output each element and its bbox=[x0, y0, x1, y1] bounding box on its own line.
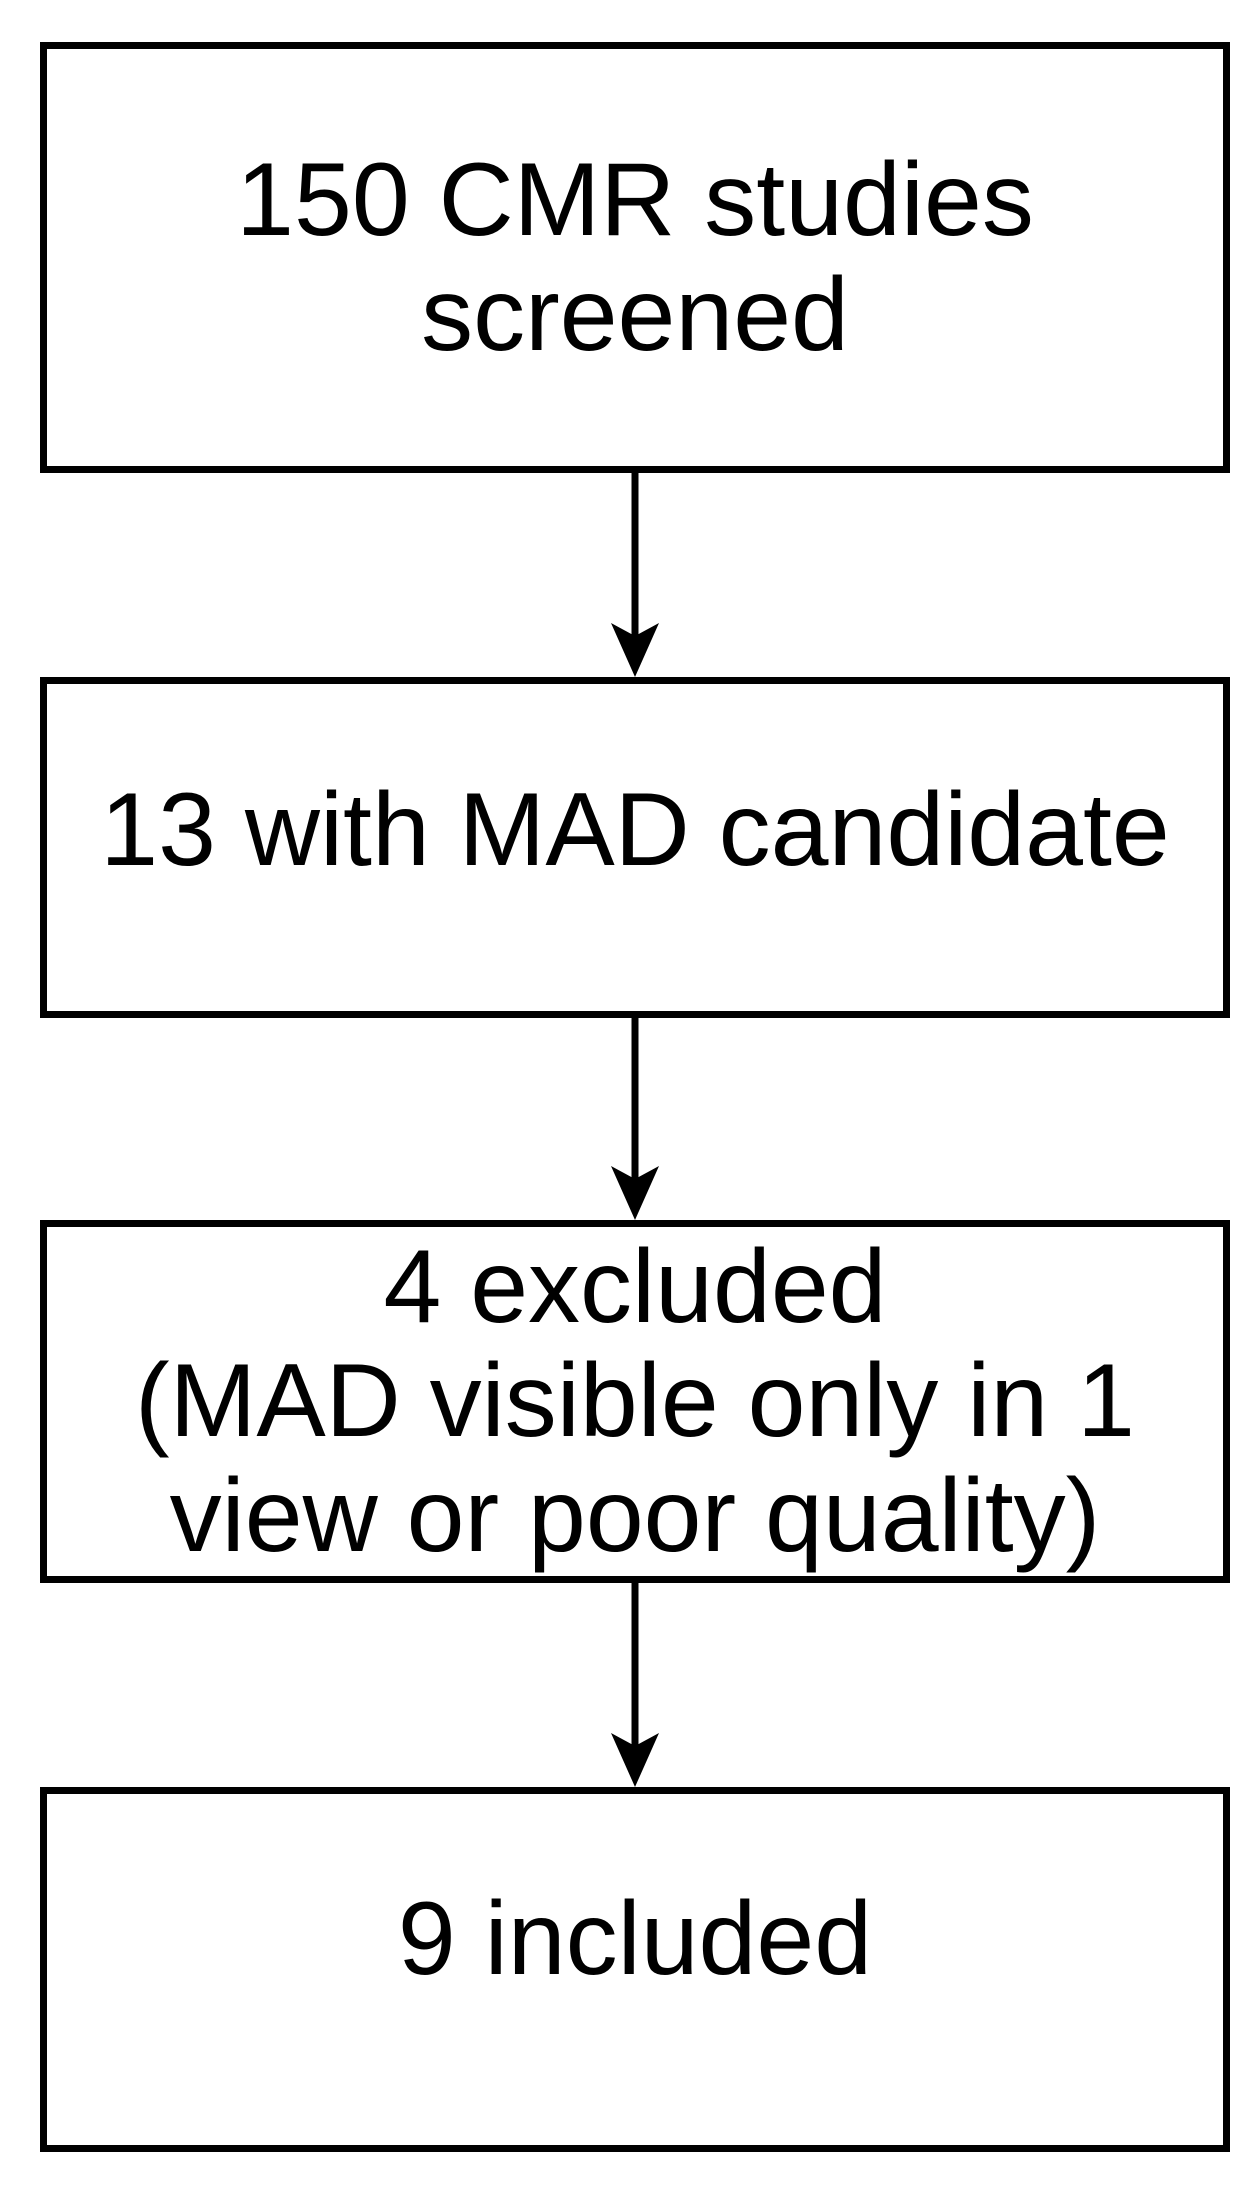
node-excluded-text: 4 excluded (MAD visible only in 1 view o… bbox=[135, 1228, 1135, 1574]
down-arrow-icon bbox=[611, 473, 659, 677]
node-included: 9 included bbox=[40, 1787, 1230, 2152]
node-text-line: 4 excluded bbox=[383, 1228, 887, 1345]
node-text-line: 150 CMR studies bbox=[236, 142, 1034, 259]
node-text-line: (MAD visible only in 1 bbox=[135, 1343, 1135, 1460]
down-arrow-icon bbox=[611, 1583, 659, 1787]
flow-arrow-excluded-to-included bbox=[595, 1583, 675, 1787]
node-screened-text: 150 CMR studies screened bbox=[236, 143, 1034, 372]
node-text-line: screened bbox=[421, 256, 849, 373]
node-text-line: view or poor quality) bbox=[169, 1457, 1101, 1574]
node-mad-candidate-text: 13 with MAD candidate bbox=[100, 772, 1170, 889]
node-mad-candidate: 13 with MAD candidate bbox=[40, 677, 1230, 1018]
node-included-text: 9 included bbox=[397, 1881, 873, 1998]
node-screened: 150 CMR studies screened bbox=[40, 42, 1230, 473]
node-text-line: 13 with MAD candidate bbox=[100, 772, 1170, 889]
flow-arrow-screened-to-candidate bbox=[595, 473, 675, 677]
node-excluded: 4 excluded (MAD visible only in 1 view o… bbox=[40, 1220, 1230, 1583]
node-text-line: 9 included bbox=[397, 1881, 873, 1998]
down-arrow-icon bbox=[611, 1018, 659, 1220]
flow-arrow-candidate-to-excluded bbox=[595, 1018, 675, 1220]
